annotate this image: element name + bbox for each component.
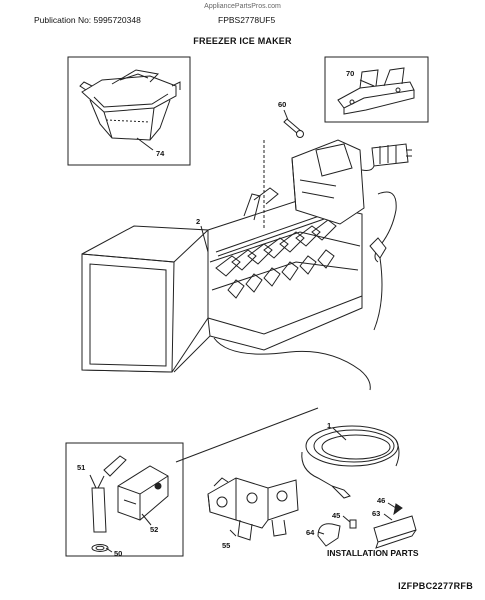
mounting-bracket (337, 67, 415, 115)
publication-number: Publication No: 5995720348 (34, 15, 141, 25)
callout-box-bracket (324, 56, 429, 123)
watermark: AppliancePartsPros.com (204, 3, 281, 10)
callout-box-fill-tube (65, 442, 184, 557)
callout-50: 50 (114, 549, 122, 558)
ice-bucket (79, 69, 181, 141)
callout-51: 51 (77, 463, 85, 472)
fill-tube (91, 455, 127, 552)
callout-45: 45 (332, 511, 340, 520)
callout-1: 1 (327, 421, 331, 430)
callout-70: 70 (346, 69, 354, 78)
fill-tube-heater (117, 465, 169, 521)
ice-maker-assembly (81, 139, 412, 391)
callout-60: 60 (278, 100, 286, 109)
water-valve (207, 477, 299, 541)
callout-55: 55 (222, 541, 230, 550)
callout-52: 52 (150, 525, 158, 534)
callout-74: 74 (156, 149, 165, 158)
callout-46: 46 (377, 496, 385, 505)
callout-64: 64 (306, 528, 315, 537)
callout-box-bucket (67, 56, 191, 166)
model-number: FPBS2778UF5 (218, 15, 276, 25)
water-line-coil (301, 425, 400, 499)
screw-60 (283, 118, 304, 138)
diagram-title: FREEZER ICE MAKER (193, 36, 292, 46)
installation-parts-label: INSTALLATION PARTS (327, 548, 419, 558)
installation-parts (317, 503, 417, 549)
callout-2: 2 (196, 217, 200, 226)
callout-63: 63 (372, 509, 380, 518)
diagram-code: IZFPBC2277RFB (398, 581, 473, 591)
